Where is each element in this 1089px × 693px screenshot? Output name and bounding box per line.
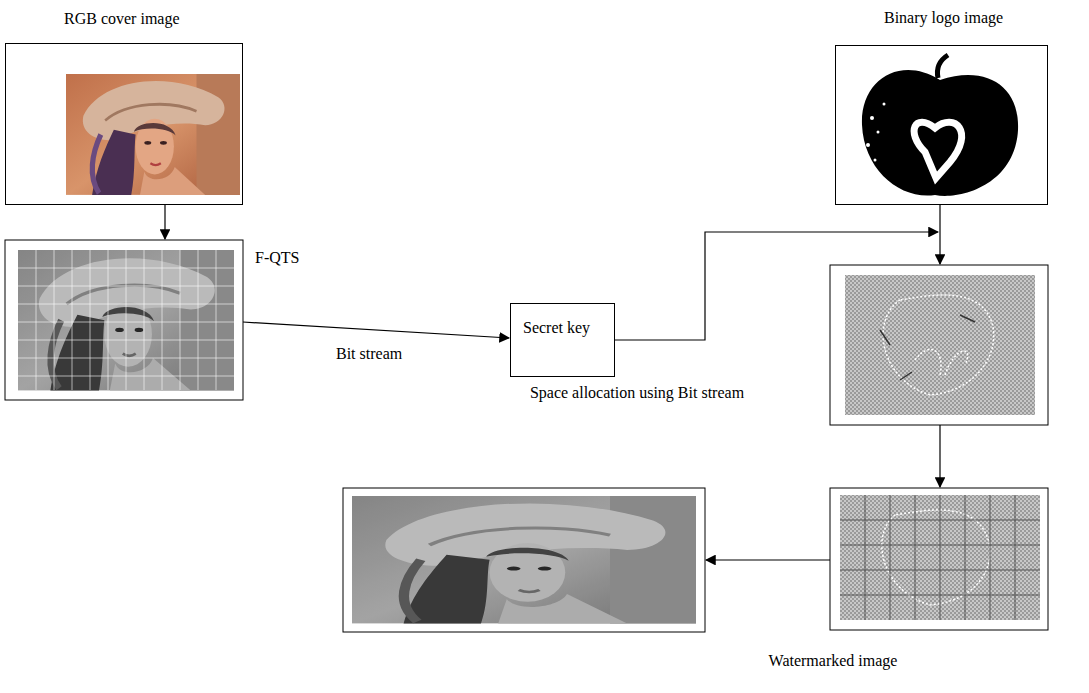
- connector-label: Bit stream: [336, 344, 446, 363]
- output-label: Watermarked image: [748, 651, 918, 670]
- logo-image-box: Binary logo image: [835, 45, 1048, 205]
- box-heading: RGB cover image: [64, 10, 180, 28]
- key-box: Secret key: [510, 303, 615, 377]
- box-heading: Binary logo image: [884, 9, 1003, 27]
- box-text: Secret key: [523, 318, 602, 337]
- step-label: F-QTS: [255, 248, 335, 267]
- cover-image-box: RGB cover image: [5, 43, 243, 205]
- step-label: Space allocation using Bit stream: [522, 383, 752, 402]
